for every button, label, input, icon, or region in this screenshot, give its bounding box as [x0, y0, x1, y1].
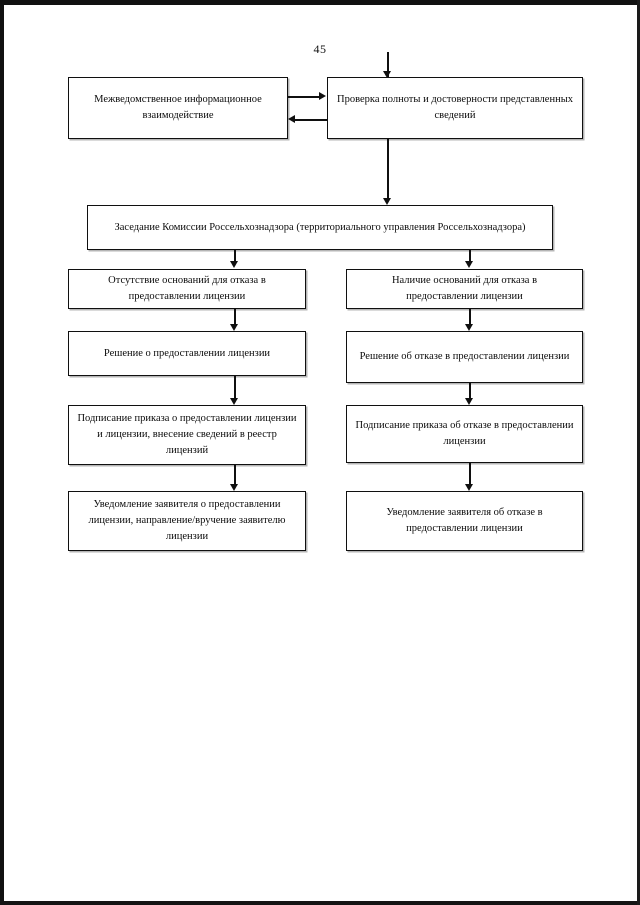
node-order-grant-licence: Подписание приказа о предоставлении лице… — [68, 405, 306, 465]
entry-connector-line — [387, 52, 389, 77]
connector-decision-refuse-to-order-refuse-arrowhead — [465, 398, 473, 405]
connector-commission-to-has-grounds-line — [469, 250, 471, 262]
node-notify-applicant-refusal: Уведомление заявителя об отказе в предос… — [346, 491, 583, 551]
connector-commission-to-has-grounds-arrowhead — [465, 261, 473, 268]
node-verification: Проверка полноты и достоверности предста… — [327, 77, 583, 139]
connector-verification-to-commission-arrowhead — [383, 198, 391, 205]
connector-decision-grant-to-order-grant-arrowhead — [230, 398, 238, 405]
node-order-refuse-licence: Подписание приказа об отказе в предостав… — [346, 405, 583, 463]
connector-no-grounds-to-decision-grant-line — [234, 309, 236, 324]
connector-order-grant-to-notify-grant-line — [234, 465, 236, 484]
node-order-refuse-licence-label: Подписание приказа об отказе в предостав… — [355, 420, 574, 447]
connector-interagency-to-verification-line — [288, 96, 321, 98]
connector-decision-grant-to-order-grant-line — [234, 376, 236, 398]
node-grounds-for-refusal-present: Наличие оснований для отказа в предостав… — [346, 269, 583, 309]
node-interagency-interaction: Межведомственное информационное взаимоде… — [68, 77, 288, 139]
connector-verification-to-commission-line — [387, 139, 389, 198]
connector-has-grounds-to-decision-refuse-arrowhead — [465, 324, 473, 331]
node-grounds-for-refusal-present-label: Наличие оснований для отказа в предостав… — [391, 275, 538, 302]
connector-order-grant-to-notify-grant-arrowhead — [230, 484, 238, 491]
connector-verification-to-interagency-line — [294, 119, 327, 121]
connector-no-grounds-to-decision-grant-arrowhead — [230, 324, 238, 331]
node-decision-grant-licence: Решение о предоставлении лицензии — [68, 331, 306, 376]
scan-edge-bottom — [0, 901, 640, 905]
connector-verification-to-interagency-arrowhead — [288, 115, 295, 123]
node-notify-applicant-grant: Уведомление заявителя о предоставлении л… — [68, 491, 306, 551]
entry-connector-arrowhead — [383, 71, 391, 78]
connector-commission-to-no-grounds-arrowhead — [230, 261, 238, 268]
node-decision-refuse-licence-label: Решение об отказе в предоставлении лицен… — [359, 351, 570, 363]
page-number: 45 — [313, 42, 327, 56]
scan-edge-left — [0, 0, 4, 905]
node-interagency-interaction-label: Межведомственное информационное взаимоде… — [94, 94, 262, 121]
node-commission-meeting-label: Заседание Комиссии Россельхознадзора (те… — [114, 221, 526, 233]
node-no-grounds-for-refusal: Отсутствие оснований для отказа в предос… — [68, 269, 306, 309]
scan-edge-right — [637, 0, 640, 905]
node-verification-label: Проверка полноты и достоверности предста… — [336, 94, 573, 121]
connector-commission-to-no-grounds-line — [234, 250, 236, 262]
node-notify-applicant-refusal-label: Уведомление заявителя об отказе в предос… — [386, 507, 543, 534]
connector-order-refuse-to-notify-refuse-line — [469, 463, 471, 484]
connector-interagency-to-verification-arrowhead — [319, 92, 326, 100]
node-decision-grant-licence-label: Решение о предоставлении лицензии — [103, 347, 271, 359]
scan-edge-top — [0, 0, 640, 5]
connector-order-refuse-to-notify-refuse-arrowhead — [465, 484, 473, 491]
connector-decision-refuse-to-order-refuse-line — [469, 383, 471, 398]
node-no-grounds-for-refusal-label: Отсутствие оснований для отказа в предос… — [108, 275, 266, 302]
node-order-grant-licence-label: Подписание приказа о предоставлении лице… — [77, 413, 297, 456]
node-notify-applicant-grant-label: Уведомление заявителя о предоставлении л… — [88, 499, 286, 542]
node-decision-refuse-licence: Решение об отказе в предоставлении лицен… — [346, 331, 583, 383]
node-commission-meeting: Заседание Комиссии Россельхознадзора (те… — [87, 205, 553, 250]
connector-has-grounds-to-decision-refuse-line — [469, 309, 471, 324]
